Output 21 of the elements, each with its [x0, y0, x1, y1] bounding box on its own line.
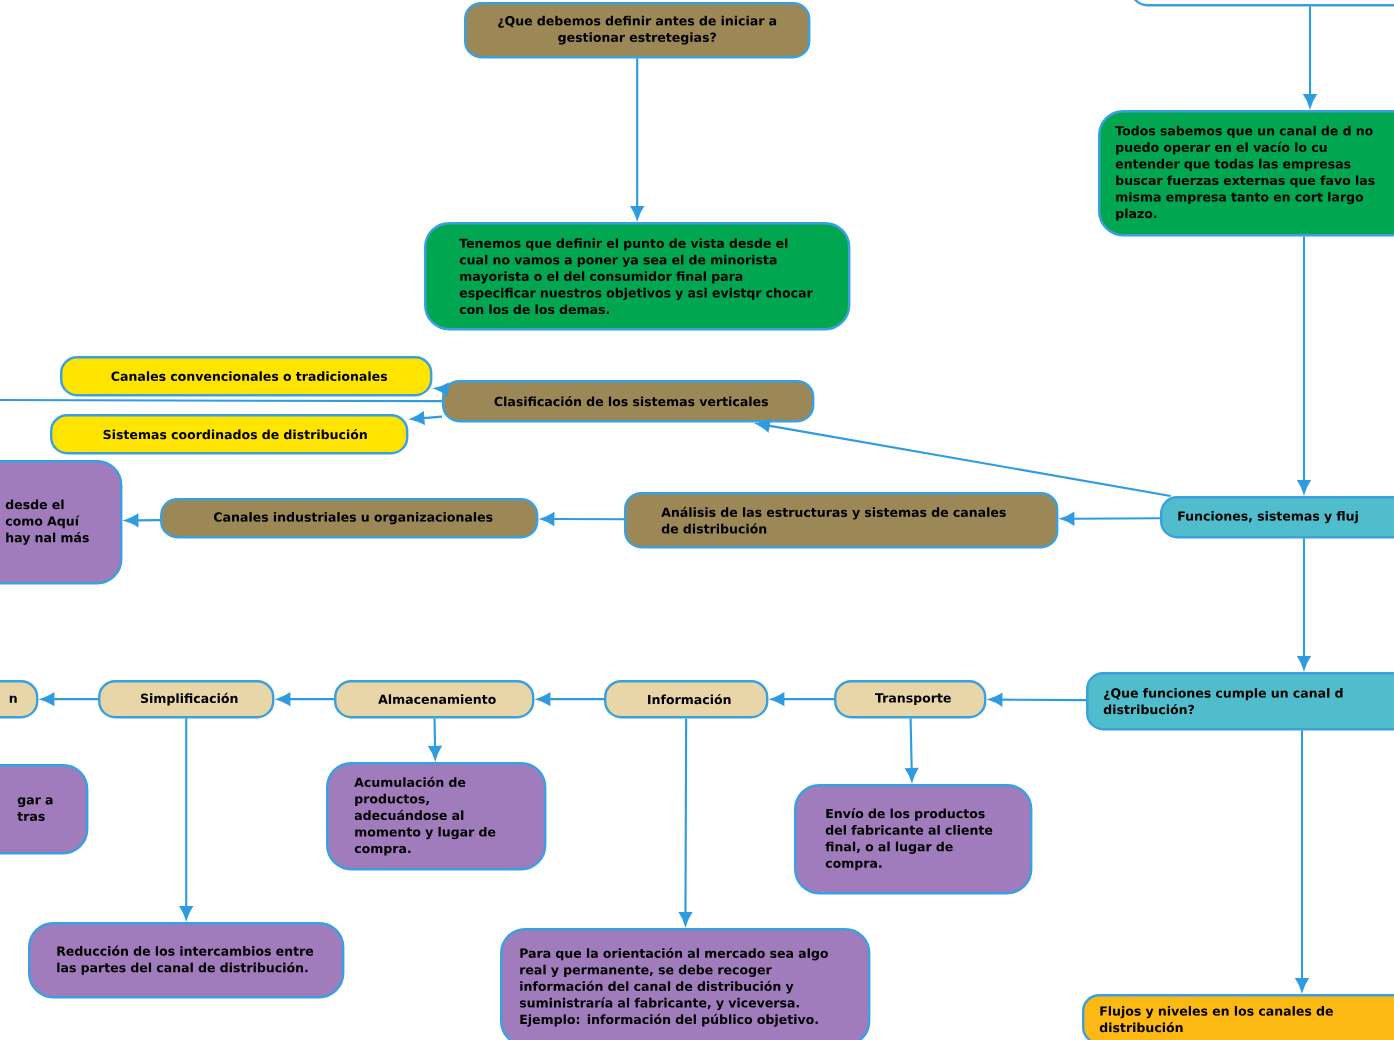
- arrow: [435, 383, 449, 396]
- arrow: [771, 692, 834, 706]
- arrow: [905, 718, 919, 782]
- arrow: [1295, 730, 1309, 992]
- arrow: [428, 718, 442, 760]
- arrow: [125, 514, 161, 527]
- arrow: [1297, 236, 1311, 494]
- arrow: [989, 693, 1086, 706]
- arrow: [541, 512, 624, 526]
- arrow: [756, 419, 1171, 498]
- arrow: [179, 718, 193, 920]
- arrow: [679, 718, 692, 926]
- arrow: [1061, 512, 1160, 526]
- arrow: [1303, 6, 1317, 108]
- arrow: [537, 692, 604, 706]
- arrow: [410, 411, 443, 425]
- arrow: [630, 58, 644, 220]
- arrow: [1297, 538, 1311, 670]
- box: [1130, 0, 1394, 7]
- arrow: [41, 692, 98, 706]
- arrow: [277, 692, 334, 706]
